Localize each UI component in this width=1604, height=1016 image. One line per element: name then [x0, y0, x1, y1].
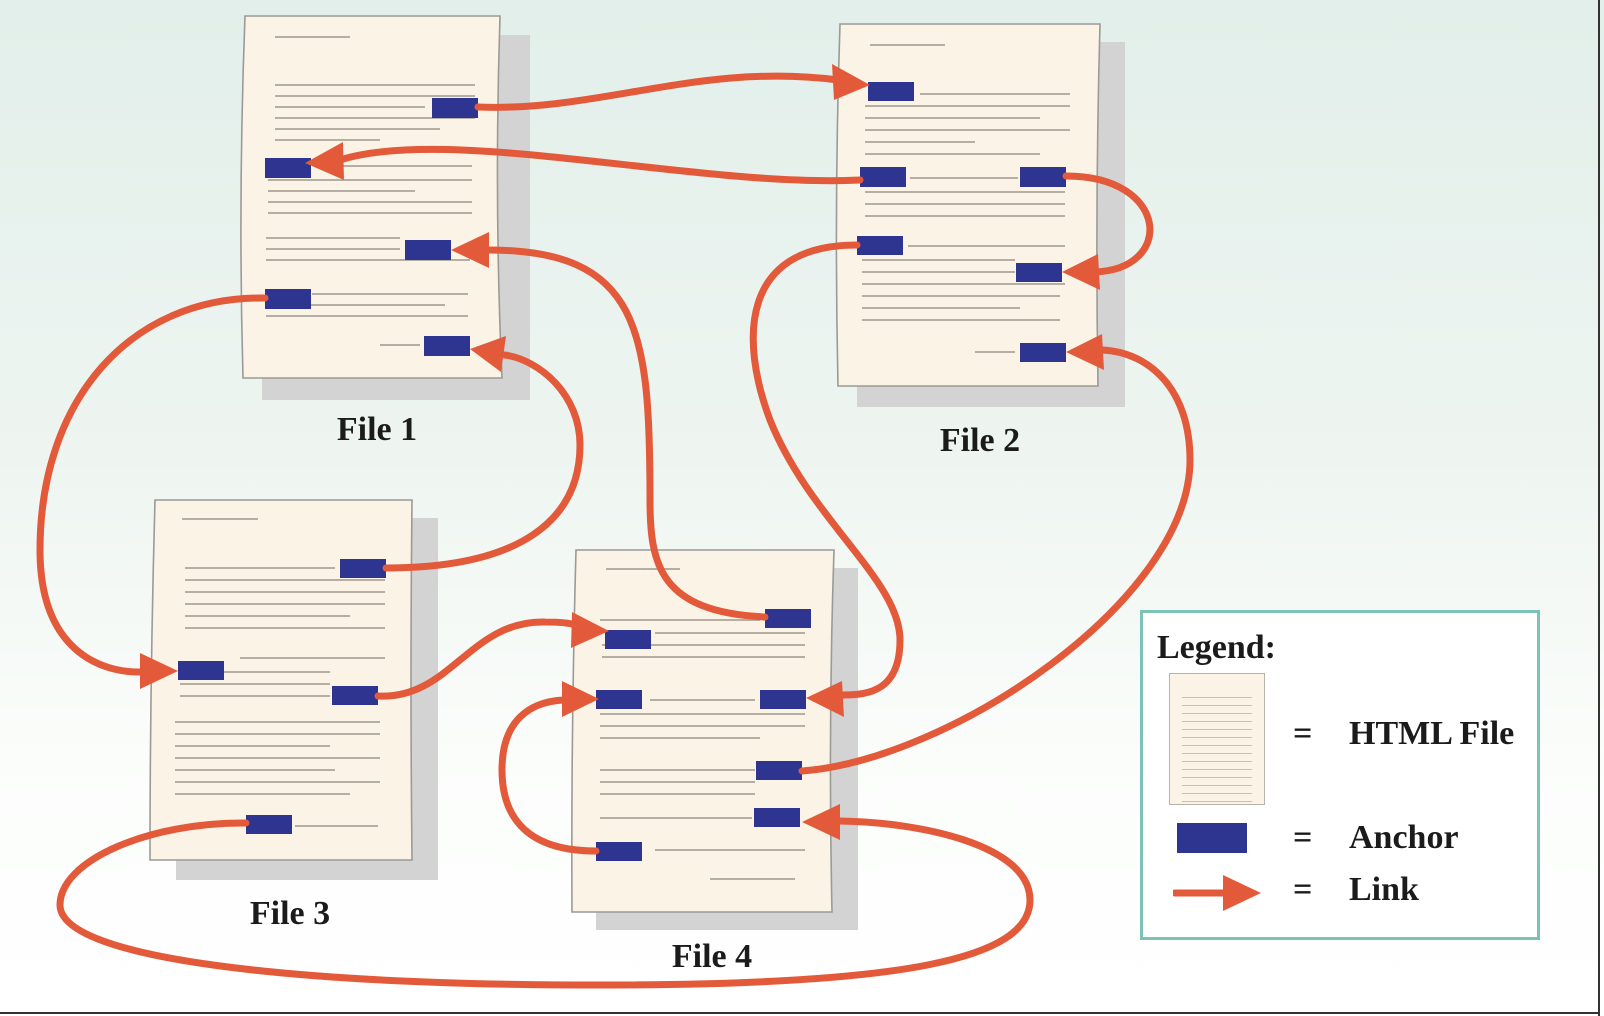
link-file4-to-file1	[451, 232, 769, 621]
file-4-anchor-g[interactable]	[596, 842, 642, 861]
legend-label-link: Link	[1349, 871, 1419, 908]
file-2-anchor-e[interactable]	[1016, 263, 1062, 282]
file-4-anchor-a[interactable]	[765, 609, 811, 628]
legend: Legend: = HTML File = Anchor = Link	[1140, 610, 1540, 940]
file-3-document	[149, 499, 438, 880]
file-1-label: File 1	[337, 411, 417, 448]
link-file1-to-file2	[474, 64, 870, 111]
file-1-anchor-c[interactable]	[405, 240, 451, 260]
file-4-anchor-d[interactable]	[760, 690, 806, 709]
file-2-anchor-b[interactable]	[860, 167, 906, 187]
file-1-anchor-b[interactable]	[265, 158, 311, 178]
link-file4-internal	[498, 681, 600, 855]
file-2-anchor-c[interactable]	[1020, 167, 1066, 187]
file-2-anchor-d[interactable]	[857, 236, 903, 255]
file-3-label: File 3	[250, 895, 330, 932]
legend-equals-anchor: =	[1293, 819, 1313, 856]
file-4-anchor-e[interactable]	[756, 761, 802, 780]
file-3-anchor-d[interactable]	[246, 815, 292, 834]
link-file3-to-file4	[374, 612, 609, 700]
file-4-anchor-b[interactable]	[605, 630, 651, 649]
anchor-swatch	[1177, 823, 1247, 853]
link-file2-internal	[1062, 172, 1154, 290]
legend-title: Legend:	[1157, 629, 1276, 666]
link-arrow-icon	[1173, 875, 1261, 911]
link-file2-to-file1	[305, 142, 864, 185]
frame-border-bottom	[0, 1012, 1600, 1014]
file-1-document	[240, 15, 530, 400]
link-file2-to-file4	[749, 241, 904, 717]
file-2-anchor-f[interactable]	[1020, 343, 1066, 362]
legend-equals-link: =	[1293, 871, 1313, 908]
link-file3-to-file1	[382, 336, 584, 572]
file-1-anchor-d[interactable]	[265, 289, 311, 309]
file-3-anchor-b[interactable]	[178, 661, 224, 680]
file-1-page	[240, 15, 503, 379]
file-2-label: File 2	[940, 422, 1020, 459]
file-4-label: File 4	[672, 938, 752, 975]
file-4-anchor-f[interactable]	[754, 808, 800, 827]
link-file3-to-file4-bottom	[56, 804, 1034, 989]
links	[36, 64, 1194, 989]
file-2-text-lines	[862, 44, 1070, 353]
legend-label-anchor: Anchor	[1349, 819, 1459, 856]
frame-border-right	[1598, 0, 1600, 1016]
file-1-anchor-a[interactable]	[432, 98, 478, 118]
link-file1-to-file3	[36, 294, 269, 689]
legend-label-html-file: HTML File	[1349, 715, 1515, 752]
file-1-anchor-e[interactable]	[424, 336, 470, 356]
file-4-document	[571, 549, 858, 930]
link-file4-to-file2	[798, 334, 1194, 775]
file-3-anchor-c[interactable]	[332, 686, 378, 705]
legend-equals-html: =	[1293, 715, 1313, 752]
file-4-anchor-c[interactable]	[596, 690, 642, 709]
file-3-anchor-a[interactable]	[340, 559, 386, 578]
html-file-icon	[1169, 673, 1265, 805]
file-4-text-lines	[600, 568, 805, 880]
file-2-anchor-a[interactable]	[868, 82, 914, 101]
